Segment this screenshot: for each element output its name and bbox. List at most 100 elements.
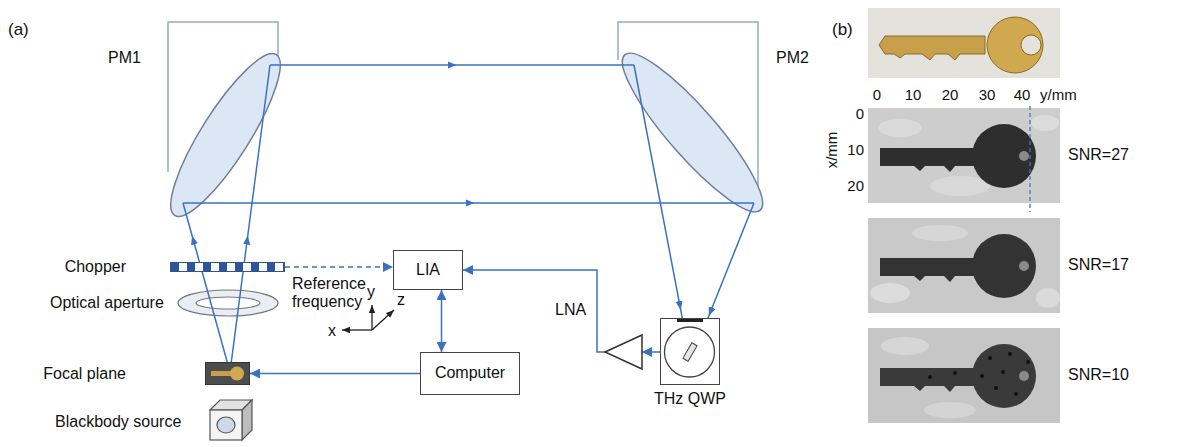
part-label: PM2: [776, 49, 809, 67]
amplifier-triangle: [605, 335, 642, 369]
mirror-surface: [154, 42, 296, 228]
panel-letter: (b): [832, 20, 853, 40]
thz-image: [1008, 352, 1012, 356]
thz-image: [1019, 151, 1029, 161]
thz-image: [980, 374, 984, 378]
parabolic-mirror: [154, 22, 296, 228]
thz-image: [928, 375, 932, 379]
thz-image: [878, 119, 922, 137]
thz-image: [1031, 115, 1059, 131]
section-line: [1029, 106, 1030, 212]
thz-image: [930, 176, 990, 196]
amplifier-node: LNA: [605, 335, 642, 369]
detector-housing: [665, 327, 715, 377]
component-label: Chopper: [65, 258, 126, 276]
thz-image: [868, 328, 1060, 423]
key-blade: [211, 371, 233, 376]
axis-tick-label: 10: [905, 86, 922, 103]
thz-beam: [634, 65, 688, 348]
detector-symbol: [661, 319, 718, 383]
part-label: SNR=17: [1068, 256, 1129, 274]
thz-image: [953, 371, 957, 375]
thz-image: [870, 283, 910, 303]
thz-image: [868, 328, 1060, 423]
part-label: SNR=27: [1068, 146, 1129, 164]
detector-box: THz QWP: [660, 318, 720, 385]
thz-beam: [270, 64, 634, 66]
key-photo: [868, 8, 1060, 78]
axis-tick-label: 20: [847, 177, 864, 194]
thz-image: [868, 108, 1060, 203]
key-photo: [987, 17, 1043, 73]
parabolic-mirror: [607, 22, 779, 226]
thz-beam: [183, 203, 230, 372]
component-label: Focal plane: [43, 364, 126, 382]
sample-plane: Focal plane: [205, 362, 250, 385]
thz-image: [988, 356, 992, 360]
blackbody-icon: [210, 400, 252, 440]
thz-image: [1026, 360, 1030, 364]
thz-image: [1019, 371, 1029, 381]
thz-image: [1014, 392, 1018, 396]
thz-beam: [230, 65, 270, 372]
thz-image: [868, 218, 1060, 313]
axis-triad: [372, 310, 394, 330]
key-photo: [879, 36, 985, 60]
thz-image: [880, 368, 975, 392]
key-photo: [868, 8, 1060, 78]
blackbody-icon: [242, 400, 252, 440]
signal-arrow: [441, 290, 443, 352]
part-label: x: [328, 322, 336, 340]
thz-image: [972, 234, 1036, 298]
thz-image: [1036, 288, 1060, 308]
box-label: Computer: [435, 364, 505, 382]
instrument-box: Computer: [420, 352, 520, 395]
blackbody-icon: [210, 410, 242, 440]
part-label: PM1: [108, 49, 141, 67]
thz-image: [880, 258, 975, 282]
part-label: Optical aperture: [50, 294, 164, 312]
signal-arrow: [642, 351, 660, 353]
key-head: [230, 367, 244, 381]
part-label: z: [397, 291, 405, 309]
axis-tick-label: x/mm: [823, 132, 840, 169]
aperture-symbol: [178, 290, 278, 316]
axis-tick-label: 10: [847, 141, 864, 158]
axis-triad: [342, 329, 372, 330]
aperture-symbol: [178, 290, 278, 316]
box-label: LIA: [416, 261, 440, 279]
axis-tick-label: 0: [856, 105, 864, 122]
panel-letter: (a): [8, 20, 29, 40]
axis-triad: [371, 305, 372, 330]
amplifier-symbol: [605, 335, 642, 369]
thz-image: [924, 402, 976, 418]
sample-key: [206, 363, 249, 384]
thz-image: [972, 344, 1036, 408]
part-label: SNR=10: [1068, 366, 1129, 384]
thz-image: [912, 225, 968, 241]
component-label: THz QWP: [654, 390, 726, 408]
signal-arrow: [285, 266, 393, 268]
signal-arrow: [250, 373, 420, 375]
axis-tick-label: 30: [979, 86, 996, 103]
mirror-surface: [607, 39, 779, 226]
thz-beam: [183, 202, 754, 204]
detector-chip: [683, 343, 697, 362]
part-label: Blackbody source: [55, 413, 181, 431]
instrument-box: LIA: [393, 250, 463, 290]
thz-image: [994, 386, 998, 390]
thz-image: [881, 337, 929, 355]
axis-tick-label: 0: [873, 86, 881, 103]
optical-chopper: Chopper: [170, 262, 285, 272]
thz-image: [868, 108, 1060, 203]
thz-image: [928, 352, 1030, 396]
detector-window: [677, 319, 703, 322]
blackbody-icon: [217, 417, 235, 433]
component-label: LNA: [555, 301, 586, 319]
axis-tick-label: y/mm: [1040, 86, 1077, 103]
axis-tick-label: 40: [1014, 86, 1031, 103]
aperture-symbol: [196, 297, 260, 309]
